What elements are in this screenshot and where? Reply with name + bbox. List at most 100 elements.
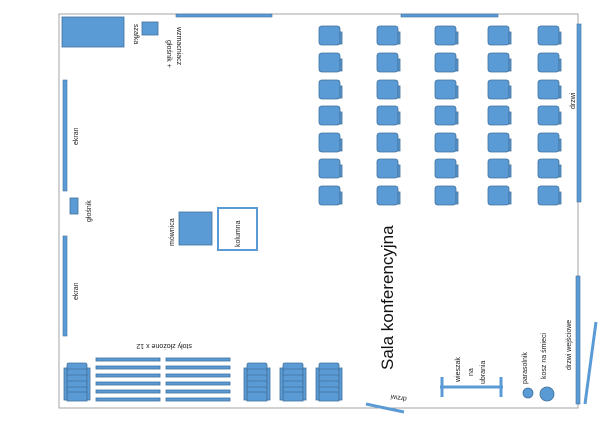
trash-bin bbox=[539, 386, 555, 402]
chair-grid bbox=[318, 25, 562, 206]
chair-armrest-c2-r4 bbox=[397, 111, 401, 125]
cabinet-large bbox=[61, 16, 125, 48]
folded-table-4 bbox=[95, 381, 161, 386]
label-kosz: kosz na śmieci bbox=[541, 333, 548, 379]
chair-armrest-c2-r1 bbox=[397, 31, 401, 45]
label-drzwi-right: drzwi bbox=[570, 92, 577, 109]
chair-armrest-c5-r4 bbox=[558, 111, 562, 125]
chair-c1-r3 bbox=[318, 79, 341, 100]
chair-armrest-c3-r1 bbox=[455, 31, 459, 45]
screen-bottom bbox=[62, 235, 68, 337]
chair-armrest-c2-r6 bbox=[397, 164, 401, 178]
chair-c1-r2 bbox=[318, 52, 341, 73]
chair-stack-2 bbox=[243, 362, 271, 402]
label-wieszak-2: na bbox=[468, 368, 475, 376]
chair-armrest-c4-r2 bbox=[508, 58, 512, 72]
chair-c3-r1 bbox=[434, 25, 457, 46]
coat-rack bbox=[440, 377, 503, 397]
label-ekran-top: ekran bbox=[73, 127, 80, 145]
stacked-chairs bbox=[63, 362, 343, 402]
chair-c4-r4 bbox=[487, 105, 510, 126]
chair-armrest-c2-r7 bbox=[397, 191, 401, 205]
chair-c2-r7 bbox=[376, 185, 399, 206]
folded-table-12 bbox=[165, 397, 231, 402]
label-wieszak-3: ubrania bbox=[480, 361, 487, 384]
chair-c1-r4 bbox=[318, 105, 341, 126]
chair-armrest-c5-r7 bbox=[558, 191, 562, 205]
chair-armrest-c4-r3 bbox=[508, 85, 512, 99]
chair-armrest-c1-r6 bbox=[339, 164, 343, 178]
chair-armrest-c1-r4 bbox=[339, 111, 343, 125]
chair-c4-r1 bbox=[487, 25, 510, 46]
chair-c3-r6 bbox=[434, 158, 457, 179]
door-entrance-frame bbox=[575, 275, 581, 405]
lectern bbox=[178, 211, 213, 246]
screen-top bbox=[62, 79, 68, 192]
chair-armrest-c4-r1 bbox=[508, 31, 512, 45]
chair-c3-r5 bbox=[434, 132, 457, 153]
chair-c5-r6 bbox=[537, 158, 560, 179]
cabinet-small bbox=[141, 21, 159, 36]
door-entrance-leaf bbox=[583, 321, 598, 405]
label-kolumna: kolumna bbox=[235, 220, 242, 247]
label-parasolnik: parasolnik bbox=[522, 352, 529, 384]
folded-table-3 bbox=[95, 373, 161, 378]
window-top-right bbox=[400, 13, 499, 18]
chair-c1-r6 bbox=[318, 158, 341, 179]
label-drzwi-wejsciowe: drzwi wejściowe bbox=[566, 320, 573, 370]
label-mownica: mównica bbox=[169, 218, 176, 246]
column bbox=[217, 207, 258, 251]
label-szafka: szafka bbox=[132, 24, 139, 44]
window-top-left bbox=[175, 13, 273, 18]
chair-armrest-c1-r3 bbox=[339, 85, 343, 99]
chair-armrest-c3-r2 bbox=[455, 58, 459, 72]
folded-table-2 bbox=[95, 365, 161, 370]
folded-table-9 bbox=[165, 373, 231, 378]
chair-c2-r1 bbox=[376, 25, 399, 46]
chair-c5-r1 bbox=[537, 25, 560, 46]
chair-armrest-c5-r1 bbox=[558, 31, 562, 45]
chair-c3-r7 bbox=[434, 185, 457, 206]
chair-armrest-c3-r6 bbox=[455, 164, 459, 178]
room-title: Sala konferencyjna bbox=[378, 225, 397, 370]
label-drzwi-bottom: drzwi bbox=[390, 393, 408, 402]
folded-table-1 bbox=[95, 357, 161, 362]
chair-armrest-c4-r4 bbox=[508, 111, 512, 125]
chair-c3-r4 bbox=[434, 105, 457, 126]
chair-armrest-c5-r5 bbox=[558, 138, 562, 152]
label-glosnik-wzmacniacz: głośnik + bbox=[165, 40, 172, 68]
label-stoly: stoły złożone x 12 bbox=[136, 342, 192, 349]
chair-stack-3 bbox=[279, 362, 307, 402]
chair-c3-r3 bbox=[434, 79, 457, 100]
label-glosnik-wzmacniacz-2: wzmacniacz bbox=[175, 26, 182, 66]
chair-armrest-c2-r5 bbox=[397, 138, 401, 152]
speaker bbox=[69, 197, 79, 215]
chair-c2-r4 bbox=[376, 105, 399, 126]
label-glosnik: głośnik bbox=[86, 200, 93, 222]
chair-armrest-c2-r3 bbox=[397, 85, 401, 99]
chair-c3-r2 bbox=[434, 52, 457, 73]
chair-c4-r5 bbox=[487, 132, 510, 153]
chair-c1-r5 bbox=[318, 132, 341, 153]
door-bottom-leaf bbox=[365, 402, 405, 414]
folded-table-8 bbox=[165, 365, 231, 370]
chair-armrest-c3-r5 bbox=[455, 138, 459, 152]
chair-c1-r7 bbox=[318, 185, 341, 206]
chair-armrest-c3-r3 bbox=[455, 85, 459, 99]
chair-armrest-c4-r7 bbox=[508, 191, 512, 205]
chair-armrest-c1-r5 bbox=[339, 138, 343, 152]
chair-armrest-c5-r6 bbox=[558, 164, 562, 178]
chair-c4-r2 bbox=[487, 52, 510, 73]
chair-c4-r6 bbox=[487, 158, 510, 179]
chair-c5-r7 bbox=[537, 185, 560, 206]
chair-c5-r2 bbox=[537, 52, 560, 73]
door-right bbox=[576, 23, 582, 203]
chair-armrest-c4-r5 bbox=[508, 138, 512, 152]
chair-armrest-c3-r4 bbox=[455, 111, 459, 125]
chair-c4-r7 bbox=[487, 185, 510, 206]
chair-c2-r3 bbox=[376, 79, 399, 100]
folded-table-6 bbox=[95, 397, 161, 402]
chair-armrest-c5-r2 bbox=[558, 58, 562, 72]
chair-stack-1 bbox=[63, 362, 91, 402]
